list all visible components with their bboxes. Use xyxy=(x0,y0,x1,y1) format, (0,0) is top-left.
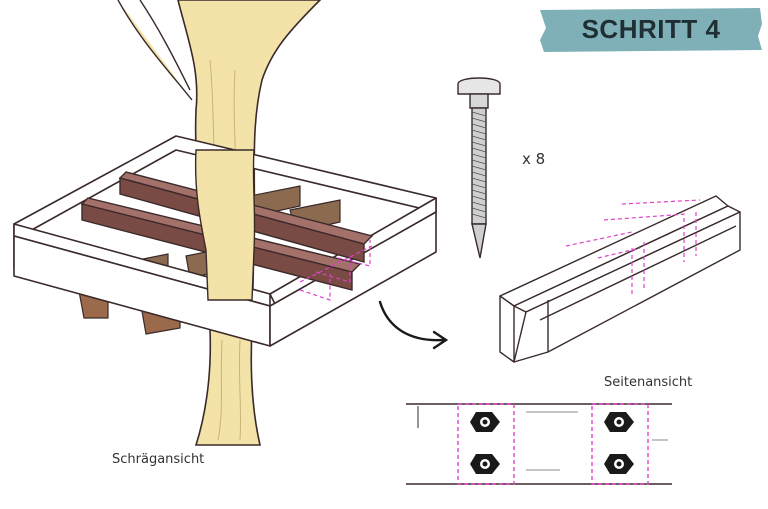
carriage-bolt xyxy=(457,77,501,259)
step-banner xyxy=(540,8,762,52)
bolt-head-icon xyxy=(604,412,634,432)
side-view-label: Seitenansicht xyxy=(604,375,693,390)
bolt-position-markers xyxy=(299,240,373,301)
corner-detail xyxy=(499,195,741,363)
step-title: SCHRITT 4 xyxy=(581,13,721,44)
bolt-head-icon xyxy=(470,454,500,474)
corner-detail-markers xyxy=(565,199,701,296)
oblique-view-label: Schrägansicht xyxy=(112,452,205,467)
bolt-head-icon xyxy=(604,454,634,474)
side-view xyxy=(406,403,672,485)
tree-trunk-front xyxy=(194,149,256,301)
bolt-quantity: x 8 xyxy=(522,150,546,168)
curved-arrow xyxy=(378,300,449,350)
bolt-head-icon xyxy=(470,412,500,432)
